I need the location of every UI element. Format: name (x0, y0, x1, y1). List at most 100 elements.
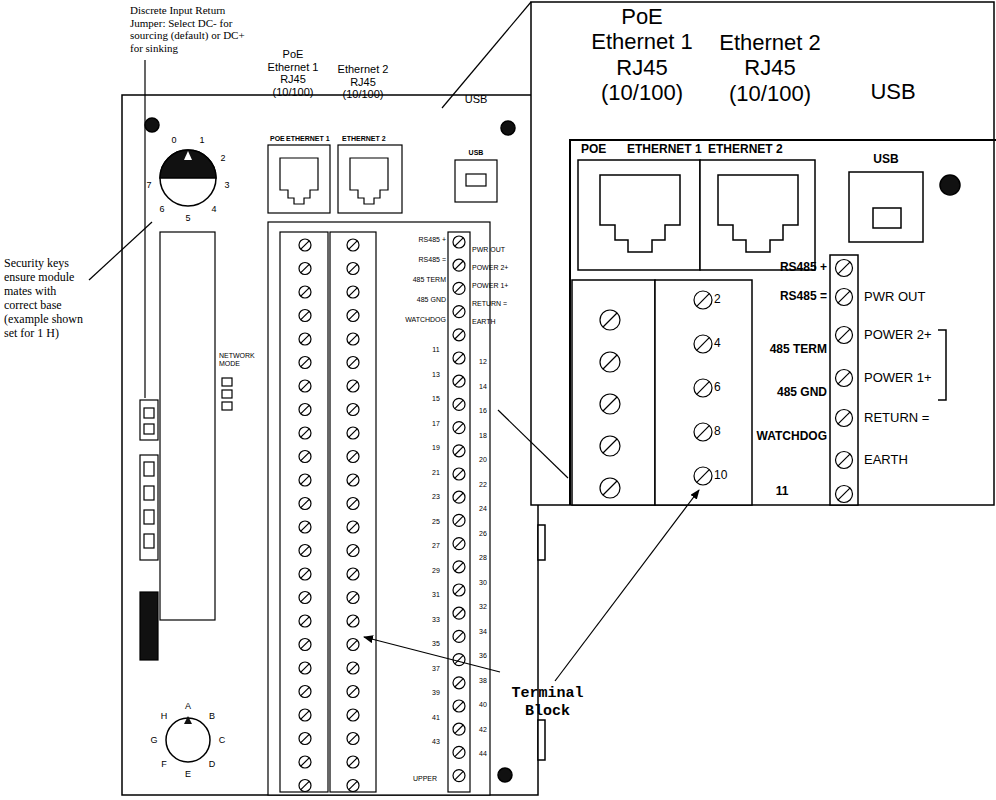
terminal-screws (600, 260, 853, 503)
terminal-number: 30 (479, 578, 487, 586)
terminal-screw (347, 592, 359, 604)
terminal-screw (347, 451, 359, 463)
screw-slot (838, 412, 850, 424)
terminal-screw (347, 615, 359, 627)
screw-slot (349, 429, 357, 437)
terminal-label: 485 GND (417, 296, 446, 304)
terminal-number: 14 (479, 382, 487, 390)
terminal-screw (299, 639, 311, 651)
terminal-screw (299, 239, 311, 251)
screw-slot (301, 382, 309, 390)
screw-slot (349, 664, 357, 672)
terminal-screw (600, 352, 620, 372)
terminal-number: 42 (479, 725, 487, 733)
terminal-label: RS485 = (780, 290, 827, 304)
terminal-screw (299, 733, 311, 745)
terminal-screw (453, 445, 465, 457)
terminal-screw (453, 723, 465, 735)
screw-slot (301, 570, 309, 578)
screw-slot (301, 429, 309, 437)
terminal-number: 43 (432, 738, 440, 746)
terminal-screw (299, 780, 311, 792)
dial-letter: E (185, 769, 191, 779)
screw-slot (455, 539, 463, 547)
terminal-number: 11 (776, 485, 789, 499)
terminal-screw (600, 478, 620, 498)
terminal-screw (347, 239, 359, 251)
terminal-screw (347, 662, 359, 674)
terminal-number: 23 (432, 493, 440, 501)
terminal-screw (299, 427, 311, 439)
terminal-screw (347, 357, 359, 369)
terminal-screw (836, 452, 853, 469)
terminal-number: 8 (714, 425, 721, 439)
terminal-screw (347, 333, 359, 345)
terminal-screw (836, 327, 853, 344)
screw-slot (838, 329, 850, 341)
terminal-screw (299, 286, 311, 298)
dial-letter: H (161, 711, 168, 721)
module-slot (140, 232, 232, 660)
small-ports (268, 145, 497, 213)
terminal-screw (453, 700, 465, 712)
terminal-label: RS485 + (780, 261, 827, 275)
screw-slot (301, 640, 309, 648)
screw-slot (697, 382, 710, 395)
dial-letter: F (161, 759, 167, 769)
port-label: ETHERNET 2 (708, 143, 783, 157)
terminal-number: 13 (432, 370, 440, 378)
screw-slot (697, 426, 710, 439)
terminal-screw (299, 615, 311, 627)
terminal-screw (453, 654, 465, 666)
terminal-number: 2 (714, 293, 721, 307)
screw-slot (838, 262, 850, 274)
screw-slot (455, 423, 463, 431)
terminal-number: 21 (432, 468, 440, 476)
screw-slot (349, 452, 357, 460)
screw-slot (603, 355, 617, 369)
terminal-screw (347, 545, 359, 557)
screw-slot (349, 711, 357, 719)
terminal-screw (453, 561, 465, 573)
screw-slot (301, 523, 309, 531)
terminal-number: 19 (432, 444, 440, 452)
port-label: ETHERNET 1 (627, 143, 702, 157)
dial-number: 0 (171, 135, 176, 145)
screw-slot (455, 586, 463, 594)
screw-slot (301, 405, 309, 413)
screw-slot (697, 294, 710, 307)
terminal-screw (453, 468, 465, 480)
port-label: Ethernet 2 RJ45 (10/100) (332, 63, 394, 101)
screw-slot (455, 702, 463, 710)
screw-slot (301, 546, 309, 554)
terminal-screw (347, 639, 359, 651)
screw-slot (455, 284, 463, 292)
screw-slot (455, 493, 463, 501)
terminal-screw (347, 568, 359, 580)
terminal-number: 29 (432, 566, 440, 574)
screw-slot (349, 593, 357, 601)
port-label: PoE Ethernet 1 RJ45 (10/100) (262, 48, 324, 99)
screw-slot (455, 725, 463, 733)
screw-slot (455, 609, 463, 617)
terminal-screw (347, 286, 359, 298)
terminal-screw (299, 756, 311, 768)
terminal-screw (453, 329, 465, 341)
screw-slot (301, 241, 309, 249)
security-key-dial (166, 716, 210, 762)
terminal-screw (453, 422, 465, 434)
screw-slot (349, 758, 357, 766)
terminal-screw (299, 498, 311, 510)
terminal-screw (836, 289, 853, 306)
terminal-screw (299, 380, 311, 392)
dial-number: 1 (199, 135, 204, 145)
terminal-screw (453, 352, 465, 364)
terminal-number: 34 (479, 627, 487, 635)
screw-slot (455, 307, 463, 315)
leader-line (89, 222, 152, 280)
terminal-screw (453, 607, 465, 619)
terminal-screw (299, 474, 311, 486)
terminal-screw (453, 630, 465, 642)
terminal-screw (453, 236, 465, 248)
terminal-screw (299, 451, 311, 463)
